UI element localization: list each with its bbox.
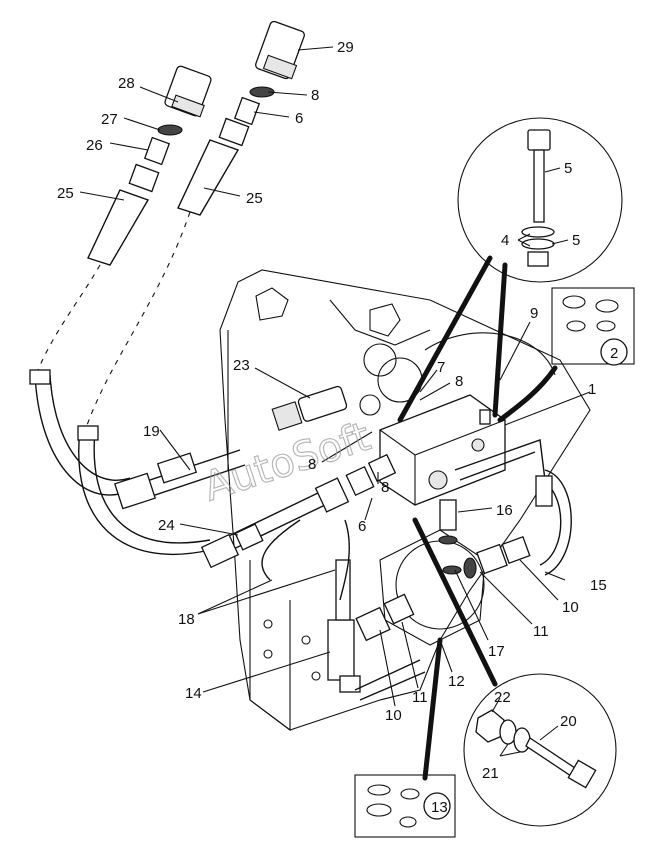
callout-26-adapter: 26 — [86, 137, 103, 154]
callout-6-adapter-lower: 6 — [358, 518, 366, 535]
callout-23-elbow: 23 — [233, 357, 250, 374]
callout-8-oring-lower: 8 — [381, 479, 389, 496]
callout-1-valve-block: 1 — [588, 381, 596, 398]
hose-assembly-right — [177, 20, 305, 216]
detail-circle-bolt-20 — [463, 673, 617, 827]
callout-18-tubes: 18 — [178, 611, 195, 628]
callout-5-nut: 5 — [572, 232, 580, 249]
callout-28-coupler-left: 28 — [118, 75, 135, 92]
callout-8-oring-block: 8 — [455, 373, 463, 390]
watermark-text: AutoSoft — [198, 414, 376, 511]
callout-8-oring-upper: 8 — [311, 87, 319, 104]
callout-19-fitting: 19 — [143, 423, 160, 440]
callout-25-hose-right: 25 — [246, 190, 263, 207]
callout-labels: 1 2 4 5 5 6 6 7 8 8 8 8 9 10 10 11 11 12… — [57, 39, 618, 816]
callout-11-oring-lower: 11 — [412, 689, 428, 706]
leader-lines — [79, 46, 591, 757]
callout-7-adapter: 7 — [437, 359, 445, 376]
callout-22-nut: 22 — [494, 689, 511, 706]
callout-15-tube: 15 — [590, 577, 607, 594]
callout-10-elbow-right: 10 — [562, 599, 579, 616]
callout-13-seal-kit: 13 — [431, 799, 448, 816]
callout-5-bolt: 5 — [564, 160, 572, 177]
installed-fittings — [113, 385, 572, 701]
callout-11-oring-right: 11 — [533, 623, 549, 640]
callout-16-adapter: 16 — [496, 502, 513, 519]
callout-6-adapter-upper: 6 — [295, 110, 303, 127]
callout-8-oring-left: 8 — [308, 456, 316, 473]
detail-circle-bolt-5 — [457, 117, 623, 283]
callout-20-bolt: 20 — [560, 713, 577, 730]
connection-guides — [37, 211, 191, 429]
seal-kit-box-13 — [354, 774, 456, 838]
seal-kit-box-2 — [551, 287, 635, 366]
callout-10-elbow-lower: 10 — [385, 707, 402, 724]
callout-29-coupler-right: 29 — [337, 39, 354, 56]
callout-24-fitting: 24 — [158, 517, 175, 534]
callout-25-hose-left: 25 — [57, 185, 74, 202]
callout-14-tee: 14 — [185, 685, 202, 702]
leader-lines-heavy — [397, 255, 558, 781]
valve-block — [379, 394, 506, 506]
callout-17-oring: 17 — [488, 643, 505, 660]
callout-21-washers: 21 — [482, 765, 499, 782]
mounting-bracket — [219, 269, 591, 732]
callout-12-spacer: 12 — [448, 673, 465, 690]
hose-assembly-left — [29, 65, 212, 555]
callout-27-oring: 27 — [101, 111, 118, 128]
callout-2-seal-kit: 2 — [610, 345, 618, 362]
callout-9-bolt: 9 — [530, 305, 538, 322]
callout-4-washers: 4 — [501, 232, 509, 249]
